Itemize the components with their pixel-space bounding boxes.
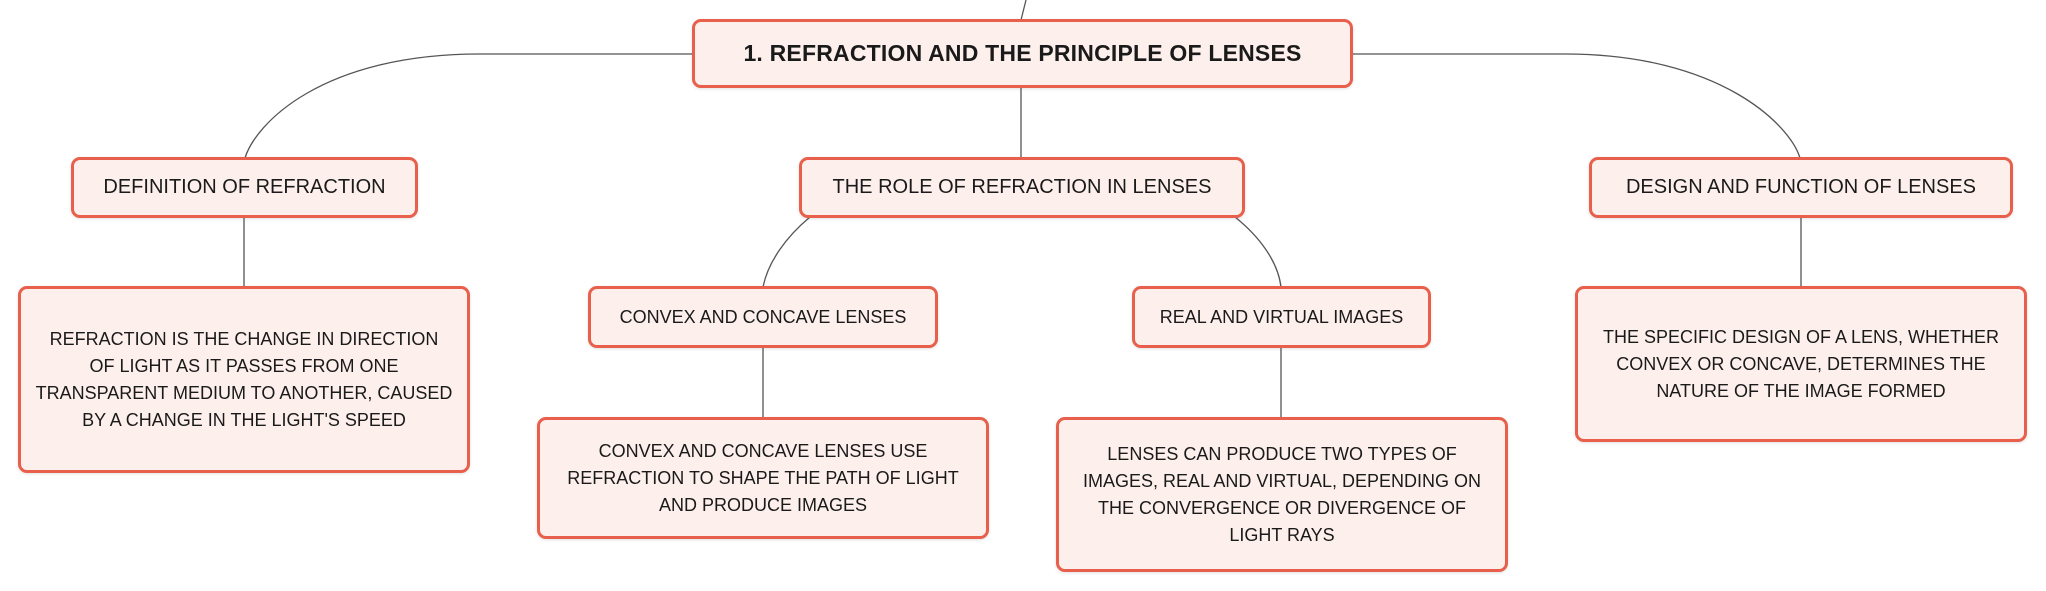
- topic-definition-of-refraction-label: DEFINITION OF REFRACTION: [103, 176, 386, 198]
- topic-design-and-function[interactable]: DESIGN AND FUNCTION OF LENSES: [1589, 157, 2013, 218]
- topic-role-of-refraction[interactable]: THE ROLE OF REFRACTION IN LENSES: [799, 157, 1245, 218]
- connector-role-to-images: [1234, 216, 1282, 288]
- topic-convex-and-concave-lenses-label: CONVEX AND CONCAVE LENSES: [619, 306, 907, 327]
- detail-real-and-virtual-images[interactable]: LENSES CAN PRODUCE TWO TYPES OF IMAGES, …: [1056, 417, 1508, 572]
- detail-convex-and-concave-lenses[interactable]: CONVEX AND CONCAVE LENSES USE REFRACTION…: [537, 417, 989, 539]
- detail-convex-and-concave-lenses-text: CONVEX AND CONCAVE LENSES USE REFRACTION…: [567, 440, 959, 515]
- detail-design-and-function-text: THE SPECIFIC DESIGN OF A LENS, WHETHER C…: [1602, 326, 2000, 401]
- detail-definition-of-refraction[interactable]: REFRACTION IS THE CHANGE IN DIRECTION OF…: [18, 286, 470, 473]
- connector-root-to-definition: [244, 53, 692, 159]
- topic-design-and-function-label: DESIGN AND FUNCTION OF LENSES: [1625, 176, 1977, 198]
- root-topic[interactable]: 1. REFRACTION AND THE PRINCIPLE OF LENSE…: [692, 19, 1353, 88]
- connector-root-to-design: [1352, 53, 1801, 159]
- connector-role-to-convex: [762, 216, 811, 288]
- topic-real-and-virtual-images[interactable]: REAL AND VIRTUAL IMAGES: [1132, 286, 1431, 348]
- topic-definition-of-refraction[interactable]: DEFINITION OF REFRACTION: [71, 157, 418, 218]
- detail-real-and-virtual-images-text: LENSES CAN PRODUCE TWO TYPES OF IMAGES, …: [1082, 443, 1482, 545]
- topic-real-and-virtual-images-label: REAL AND VIRTUAL IMAGES: [1159, 306, 1404, 327]
- connector-root-to-parent: [1020, 0, 1027, 21]
- topic-convex-and-concave-lenses[interactable]: CONVEX AND CONCAVE LENSES: [588, 286, 938, 348]
- root-topic-label: 1. REFRACTION AND THE PRINCIPLE OF LENSE…: [743, 40, 1302, 66]
- detail-definition-of-refraction-text: REFRACTION IS THE CHANGE IN DIRECTION OF…: [35, 328, 453, 430]
- detail-design-and-function[interactable]: THE SPECIFIC DESIGN OF A LENS, WHETHER C…: [1575, 286, 2027, 442]
- topic-role-of-refraction-label: THE ROLE OF REFRACTION IN LENSES: [832, 176, 1212, 198]
